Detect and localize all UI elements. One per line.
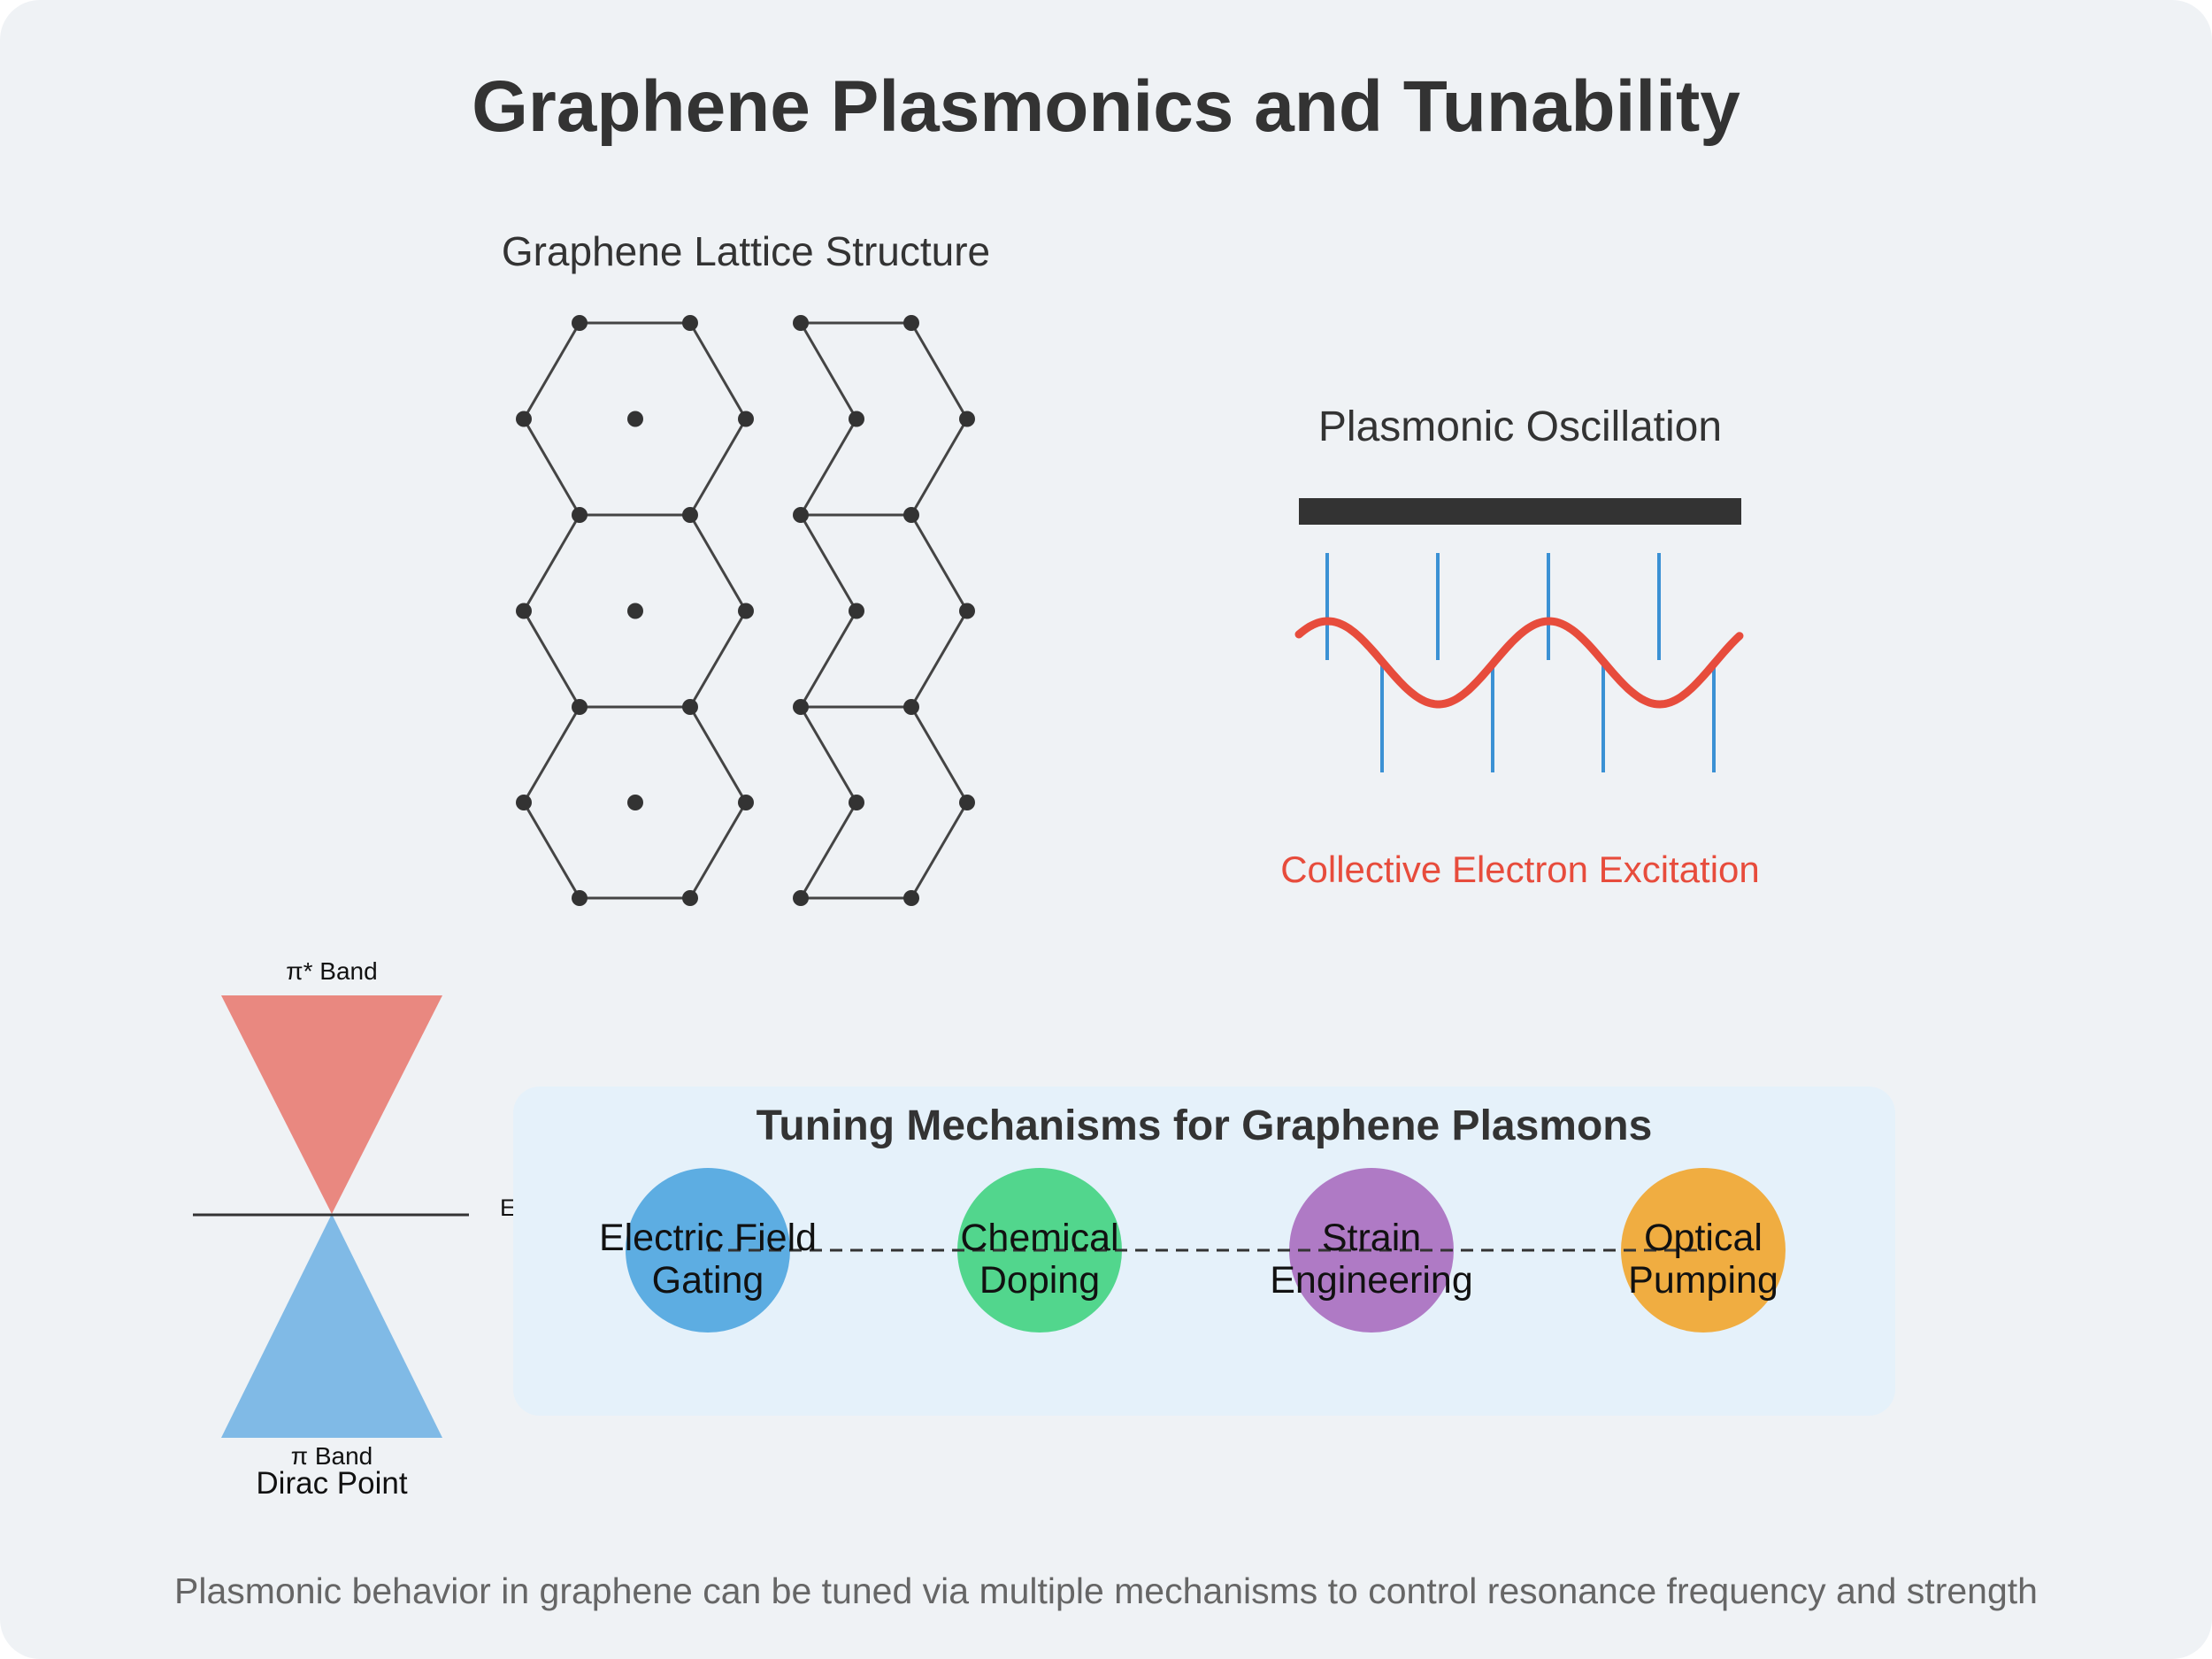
lattice-atom: [849, 795, 864, 810]
lattice-title: Graphene Lattice Structure: [502, 228, 990, 274]
lattice-atom: [682, 507, 698, 523]
tuning-title: Tuning Mechanisms for Graphene Plasmons: [757, 1102, 1653, 1149]
lattice-atom: [793, 890, 809, 906]
lattice-atom: [738, 603, 754, 619]
lattice-bond: [688, 514, 748, 612]
dirac-point-label: Dirac Point: [256, 1466, 407, 1501]
lattice-bond: [910, 418, 969, 516]
lattice-bond: [910, 802, 969, 899]
lattice-atom: [959, 603, 975, 619]
lattice-atom: [516, 603, 532, 619]
lattice-bond: [799, 514, 858, 612]
lattice-bond: [522, 802, 581, 899]
lattice-section: Graphene Lattice Structure: [502, 228, 990, 906]
excitation-label: Collective Electron Excitation: [1280, 849, 1760, 890]
lattice-bond: [910, 322, 969, 420]
lattice-atom: [903, 507, 919, 523]
lattice-atom: [627, 603, 643, 619]
lattice-bond: [522, 610, 581, 708]
lattice-bond: [799, 802, 858, 899]
lattice-atom: [627, 795, 643, 810]
lattice-atom: [793, 507, 809, 523]
lattice-atom: [627, 411, 643, 427]
lattice-bond: [910, 706, 969, 803]
band-structure: π* Band EF π Band Dirac Point: [193, 957, 531, 1501]
tuning-label-line1: Chemical: [960, 1217, 1118, 1259]
lattice-bond: [910, 610, 969, 708]
caption: Plasmonic behavior in graphene can be tu…: [174, 1571, 2038, 1611]
tuning-circle: [1621, 1168, 1786, 1333]
lattice-bond: [522, 418, 581, 516]
lattice-bond: [688, 418, 748, 516]
field-lines: [1325, 553, 1716, 772]
lattice-atom: [793, 315, 809, 331]
lattice-bond: [522, 514, 581, 612]
lattice-atom: [682, 890, 698, 906]
lattice-bond: [688, 802, 748, 899]
lattice-bond: [688, 706, 748, 803]
tuning-panel: Tuning Mechanisms for Graphene Plasmons …: [513, 1087, 1895, 1416]
lattice-atom: [849, 603, 864, 619]
lattice-atom: [738, 411, 754, 427]
lattice-atom: [738, 795, 754, 810]
lattice-atom: [516, 795, 532, 810]
valence-band-label: π Band: [291, 1442, 373, 1470]
lattice-atom: [682, 315, 698, 331]
lattice-atom: [959, 411, 975, 427]
lattice-atom: [572, 507, 588, 523]
conduction-band-label: π* Band: [286, 957, 377, 985]
lattice-atom: [849, 411, 864, 427]
tuning-label-line1: Electric Field: [599, 1217, 817, 1259]
oscillation-section: Plasmonic Oscillation Collective Electro…: [1280, 403, 1760, 890]
page-title: Graphene Plasmonics and Tunability: [472, 66, 1740, 147]
electrode-bar: [1299, 498, 1741, 525]
lattice-atom: [903, 315, 919, 331]
lattice-atom: [572, 315, 588, 331]
lattice-bond: [799, 322, 858, 420]
lattice-bond: [522, 706, 581, 803]
oscillation-title: Plasmonic Oscillation: [1318, 403, 1722, 450]
lattice-atom: [793, 699, 809, 715]
lattice-bond: [688, 610, 748, 708]
tuning-label-line1: Strain: [1322, 1217, 1421, 1259]
lattice-atom: [903, 699, 919, 715]
conduction-band-cone: [221, 995, 442, 1214]
lattice-atom: [959, 795, 975, 810]
lattice-bond: [910, 514, 969, 612]
lattice-bonds: [522, 321, 969, 900]
valence-band-cone: [221, 1214, 442, 1438]
plasmon-wave: [1294, 617, 1744, 709]
lattice-atom: [682, 699, 698, 715]
tuning-label-line2: Pumping: [1628, 1259, 1778, 1302]
lattice-atom: [516, 411, 532, 427]
lattice-atom: [572, 699, 588, 715]
tuning-label-line2: Doping: [979, 1259, 1100, 1302]
lattice-atoms: [516, 315, 975, 906]
lattice-bond: [522, 322, 581, 420]
lattice-bond: [799, 610, 858, 708]
tuning-label-line2: Engineering: [1270, 1259, 1473, 1302]
tuning-label-line1: Optical: [1644, 1217, 1763, 1259]
lattice-bond: [799, 418, 858, 516]
lattice-atom: [572, 890, 588, 906]
lattice-atom: [903, 890, 919, 906]
lattice-bond: [688, 322, 748, 420]
lattice-bond: [799, 706, 858, 803]
tuning-label-line2: Gating: [652, 1259, 764, 1302]
